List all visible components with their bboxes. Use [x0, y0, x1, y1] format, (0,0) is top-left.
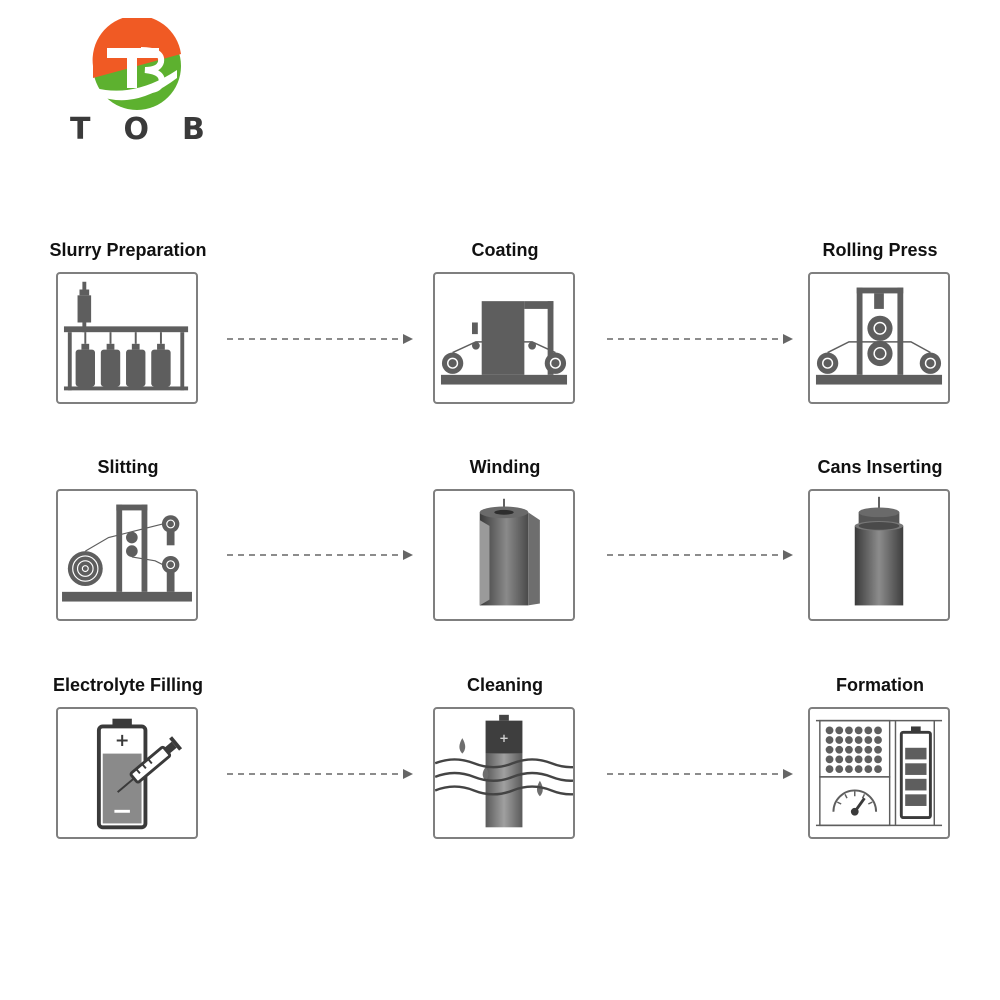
battery-syringe-icon: + — [96, 718, 183, 830]
battery-washing-icon: + — [435, 714, 573, 828]
svg-text:+: + — [499, 731, 509, 745]
dashed-arrow-right-icon — [607, 550, 793, 560]
step-icon-frame — [56, 272, 198, 404]
flow-arrow — [225, 549, 415, 561]
step-slurry-preparation: Slurry Preparation — [48, 238, 208, 404]
step-label: Coating — [471, 240, 539, 260]
flow-arrow — [225, 768, 415, 780]
mixing-tanks-icon — [63, 281, 189, 391]
step-winding: Winding — [425, 455, 585, 621]
step-rolling-press: Rolling Press — [800, 238, 960, 404]
slitting-machine-icon — [62, 504, 192, 602]
cylindrical-can-icon — [854, 496, 904, 606]
step-icon-frame — [808, 272, 950, 404]
dashed-arrow-right-icon — [227, 550, 413, 560]
step-label: Rolling Press — [822, 240, 938, 260]
step-label: Winding — [469, 457, 541, 477]
step-icon-frame — [56, 489, 198, 621]
step-icon-frame — [808, 489, 950, 621]
step-icon-frame: + — [56, 707, 198, 839]
tob-logo — [65, 15, 205, 153]
step-label: Electrolyte Filling — [52, 675, 204, 695]
svg-text:+: + — [115, 731, 130, 751]
step-coating: Coating — [425, 238, 585, 404]
flow-arrow — [605, 549, 795, 561]
step-electrolyte-filling: Electrolyte Filling + — [48, 673, 208, 839]
tob-logo-wordmark: TOB — [70, 112, 238, 147]
step-label: Slitting — [97, 457, 159, 477]
step-label: Cans Inserting — [817, 457, 943, 477]
flow-arrow — [225, 333, 415, 345]
rolling-press-icon — [815, 287, 943, 385]
step-icon-frame: + — [433, 707, 575, 839]
step-slitting: Slitting — [48, 455, 208, 621]
dashed-arrow-right-icon — [607, 769, 793, 779]
step-label: Cleaning — [466, 675, 543, 695]
dashed-arrow-right-icon — [227, 769, 413, 779]
step-icon-frame — [808, 707, 950, 839]
step-cans-inserting: Cans Inserting — [800, 455, 960, 621]
step-icon-frame — [433, 272, 575, 404]
flow-arrow — [605, 333, 795, 345]
step-label: Formation — [836, 675, 924, 695]
flow-arrow — [605, 768, 795, 780]
step-formation: Formation — [800, 673, 960, 839]
step-label: Slurry Preparation — [49, 240, 207, 260]
dashed-arrow-right-icon — [607, 334, 793, 344]
formation-cabinet-icon — [815, 719, 943, 827]
step-icon-frame — [433, 489, 575, 621]
wound-jelly-roll-icon — [479, 498, 540, 606]
coating-machine-icon — [440, 301, 568, 385]
tob-logo-mark-icon — [92, 15, 181, 110]
dashed-arrow-right-icon — [227, 334, 413, 344]
step-cleaning: Cleaning + — [425, 673, 585, 839]
